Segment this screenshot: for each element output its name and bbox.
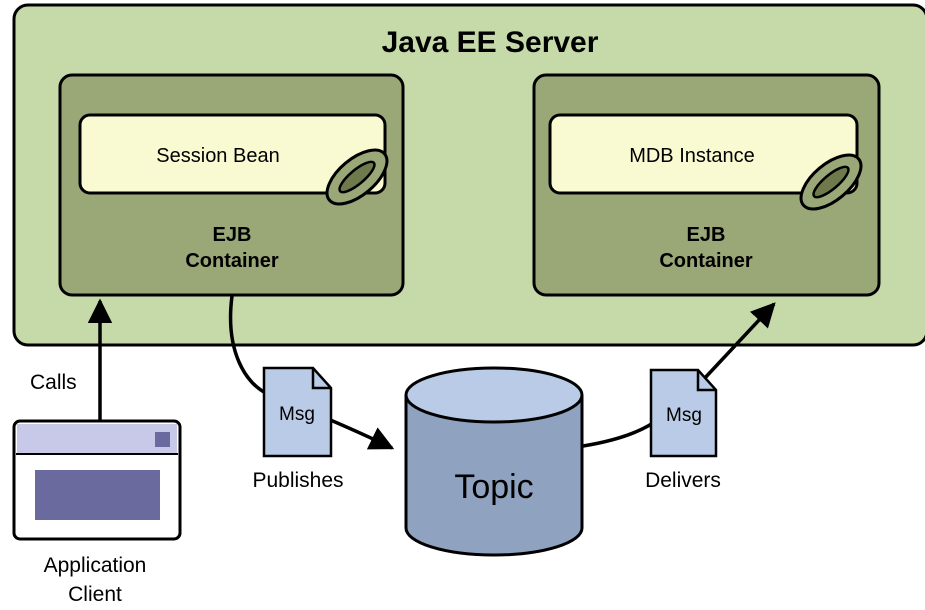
bean-handle-icon: [799, 153, 863, 211]
deliver-message-document-icon: [649, 368, 718, 458]
right-container-label-line2: Container: [659, 250, 753, 272]
right-ejb-container: MDB Instance EJB Container: [532, 73, 881, 297]
mdb-instance: MDB Instance: [548, 113, 863, 211]
right-container-label-line1: EJB: [687, 224, 726, 246]
client-label-line2: Client: [68, 583, 122, 606]
client-window-control-icon: [155, 432, 170, 447]
session-bean-label: Session Bean: [156, 145, 279, 167]
delivers-arrow: [701, 302, 776, 382]
delivers-label: Delivers: [645, 469, 721, 492]
mdb-instance-label: MDB Instance: [629, 145, 755, 167]
session-bean: Session Bean: [78, 113, 389, 206]
topic-cylinder: [404, 366, 584, 557]
client-label-line1: Application: [44, 554, 147, 577]
client-content-panel: [35, 470, 160, 520]
left-container-label-line1: EJB: [213, 224, 252, 246]
left-container-label-line2: Container: [185, 250, 279, 272]
topic-label: Topic: [454, 468, 533, 506]
bean-handle-icon: [325, 148, 389, 206]
application-client-window: [12, 419, 182, 541]
deliver-msg-label: Msg: [666, 405, 702, 426]
server-title: Java EE Server: [382, 26, 599, 59]
publish-msg-label: Msg: [279, 404, 315, 425]
publishes-label: Publishes: [252, 469, 343, 492]
left-ejb-container: Session Bean EJB Container: [58, 73, 405, 297]
delivers-arrow-tail: [582, 416, 662, 448]
publish-message-document-icon: [262, 366, 333, 458]
client-title-bar: [17, 424, 177, 454]
calls-label: Calls: [30, 371, 77, 394]
